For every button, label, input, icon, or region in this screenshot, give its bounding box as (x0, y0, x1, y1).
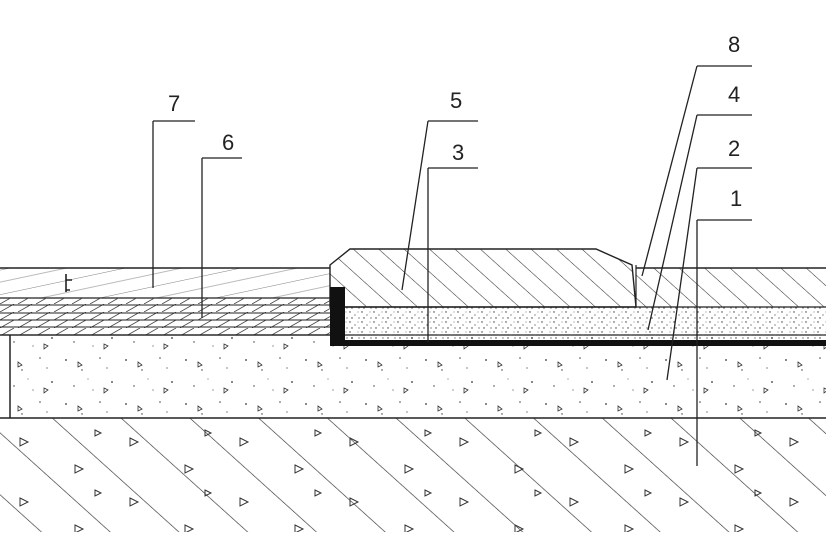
number-labels: 7 6 5 3 8 4 2 1 (168, 32, 742, 211)
label-1: 1 (730, 186, 742, 211)
label-3: 3 (452, 140, 464, 165)
label-4: 4 (728, 82, 740, 107)
label-6: 6 (222, 130, 234, 155)
left-layer-stack (0, 267, 330, 336)
waterproof-membrane (330, 287, 826, 346)
label-7: 7 (168, 91, 180, 116)
leader-lines (152, 65, 752, 466)
label-5: 5 (450, 88, 462, 113)
label-8: 8 (728, 32, 740, 57)
label-2: 2 (728, 136, 740, 161)
concrete-layer (0, 334, 826, 418)
mortar-layer (345, 306, 826, 340)
soil-layer (0, 417, 826, 532)
